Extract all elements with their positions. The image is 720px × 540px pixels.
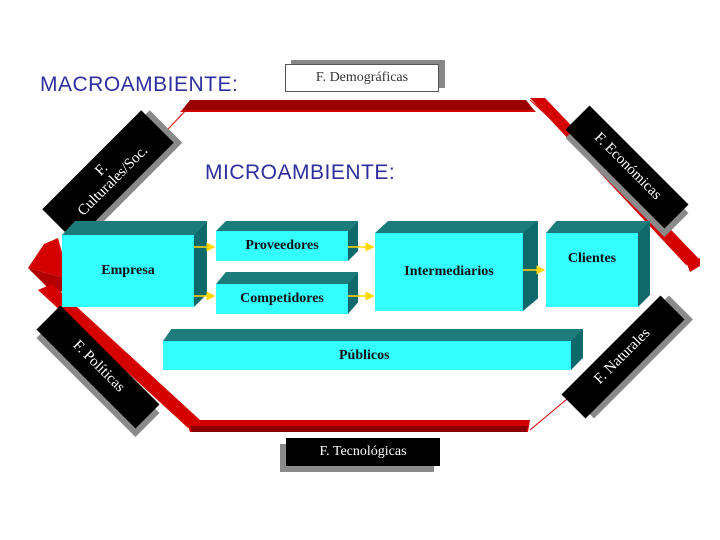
macroambiente-title: MACROAMBIENTE: — [40, 73, 239, 96]
box-empresa: Empresa — [62, 221, 207, 307]
force-tecnologicas: F. Tecnológicas — [280, 438, 440, 472]
force-demograficas: F. Demográficas — [285, 60, 445, 94]
ring-left — [28, 238, 64, 278]
ring-top — [182, 100, 534, 110]
box-intermediarios: Intermediarios — [375, 221, 538, 311]
box-competidores: Competidores — [216, 272, 358, 314]
ring-right — [686, 258, 700, 272]
microambiente-title: MICROAMBIENTE: — [205, 161, 396, 184]
box-clientes: Clientes — [546, 221, 650, 307]
ring-bottom-left — [38, 284, 200, 428]
box-proveedores: Proveedores — [216, 221, 358, 261]
box-publicos: Públicos — [163, 329, 583, 370]
